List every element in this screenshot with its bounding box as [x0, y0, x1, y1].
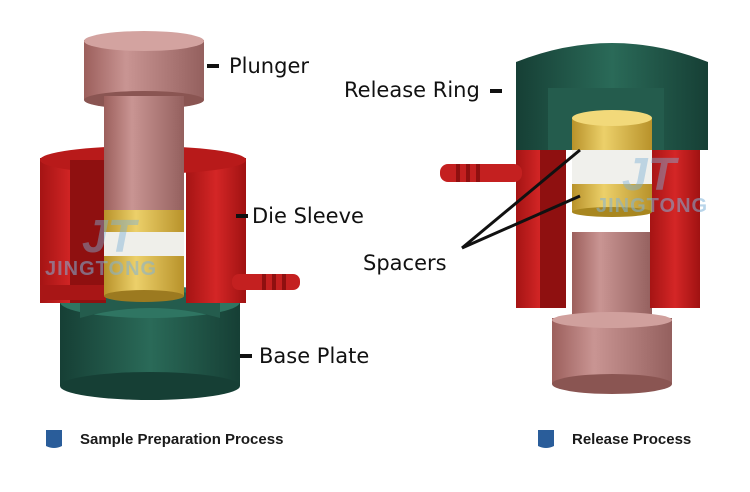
release-ring-leader — [490, 89, 502, 93]
right-watermark: JT JINGTONG — [596, 148, 708, 217]
die-sleeve-label: Die Sleeve — [252, 204, 364, 228]
spacers-leader-upper — [461, 148, 581, 250]
caption-bullet-icon — [538, 430, 554, 448]
right-caption: Release Process — [538, 430, 691, 448]
base-plate-label: Base Plate — [259, 344, 369, 368]
release-ring-label: Release Ring — [344, 78, 480, 102]
right-assembly: Release Ring Spacers — [344, 43, 708, 394]
right-watermark-logo: JT — [622, 148, 680, 200]
plunger-label: Plunger — [229, 54, 309, 78]
left-assembly: Plunger Die Sleeve Base Plate — [40, 31, 369, 400]
plunger-part — [84, 31, 204, 216]
right-caption-text: Release Process — [572, 431, 691, 448]
caption-bullet-icon — [46, 430, 62, 448]
left-watermark: JT JINGTONG — [45, 210, 157, 280]
base-plate-part — [60, 286, 240, 400]
spacers-label: Spacers — [363, 251, 447, 275]
spacer-stack — [572, 110, 652, 217]
spacers-leader-lower — [461, 194, 581, 250]
lower-plunger-part — [552, 232, 672, 394]
base-plate-leader — [240, 354, 252, 358]
left-watermark-brand: JINGTONG — [45, 258, 157, 280]
die-sleeve-leader — [236, 214, 248, 218]
right-watermark-brand: JINGTONG — [596, 195, 708, 217]
plunger-leader — [207, 64, 219, 68]
left-caption: Sample Preparation Process — [46, 430, 283, 448]
left-caption-text: Sample Preparation Process — [80, 431, 283, 448]
left-watermark-logo: JT — [82, 210, 140, 262]
right-die-sleeve-part — [440, 150, 700, 308]
left-sample-stack — [104, 210, 184, 302]
